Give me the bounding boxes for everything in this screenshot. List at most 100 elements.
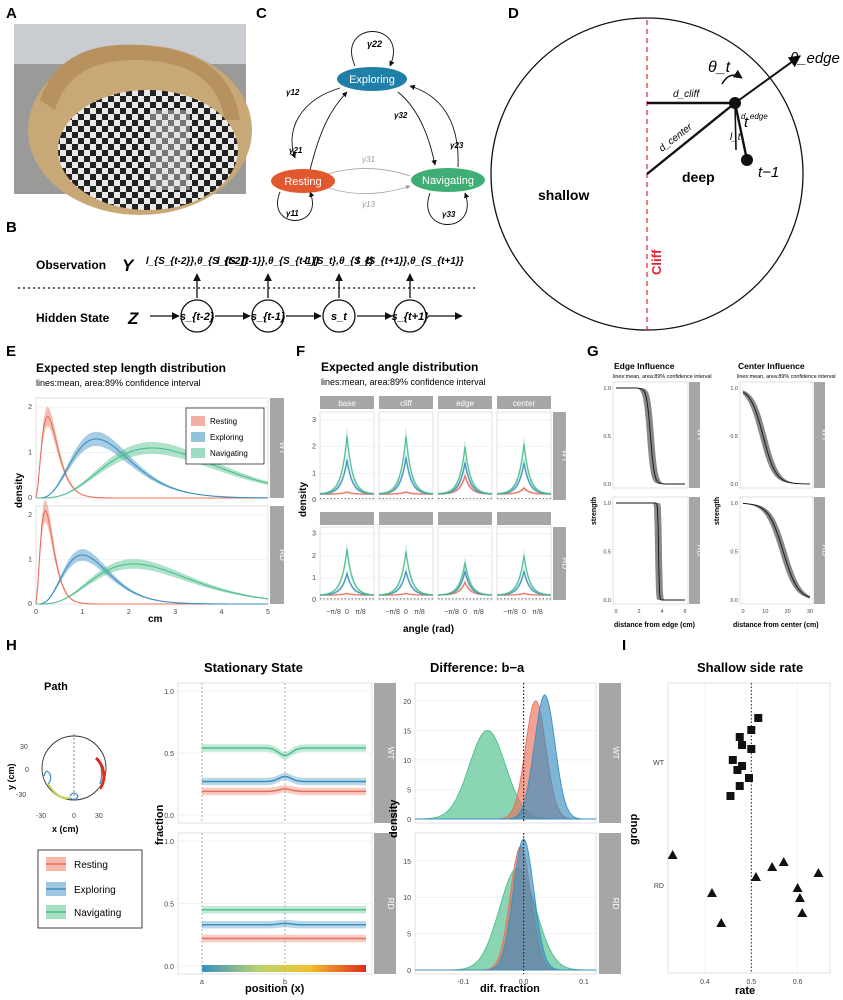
gamma-22: γ22 <box>367 39 382 49</box>
panel-letter-d: D <box>508 5 519 22</box>
difference-ytick: 20 <box>403 699 411 706</box>
g-title-right: Center Influence <box>738 361 805 371</box>
difference-ytick: 15 <box>403 859 411 866</box>
difference-ytick: 5 <box>407 932 411 939</box>
e-legend-exploring: Exploring <box>210 433 243 442</box>
g-ytick: 1.0 <box>730 501 738 507</box>
f-facet-WT-base <box>319 411 375 501</box>
e-strip-RD <box>270 506 284 604</box>
f-line-navigating <box>319 549 375 596</box>
difference-xlabel: dif. fraction <box>480 983 540 995</box>
stationary-strip-RD <box>374 833 396 974</box>
i-point-wt <box>726 792 735 800</box>
g-ylabel-left: strength <box>591 497 598 525</box>
path-ytick-0: 0 <box>25 767 29 774</box>
observation-label: Observation <box>36 258 106 272</box>
g-ytick: 1.0 <box>603 386 611 392</box>
panel-letter-b: B <box>6 219 17 236</box>
f-line-resting <box>497 592 551 596</box>
h-legend-exploring: Exploring <box>74 885 116 896</box>
f-strip-cliff <box>379 396 433 409</box>
i-point-rd <box>797 908 808 917</box>
e-legend-swatch <box>191 416 205 426</box>
e-xtick: 1 <box>80 609 84 616</box>
f-facet-WT-edge <box>437 411 493 501</box>
i-point-rd <box>750 872 761 881</box>
f-line-navigating <box>437 446 493 495</box>
f-line-navigating <box>319 435 375 495</box>
f-line-resting <box>320 592 374 596</box>
f-ylabel: density <box>298 482 309 517</box>
e-ci-navigating <box>36 442 268 498</box>
g-ci-band <box>743 390 810 484</box>
f-line-navigating <box>497 555 551 596</box>
path-xtick-30: 30 <box>95 813 103 820</box>
g-ytick: 1.0 <box>730 386 738 392</box>
node-exploring-label: Exploring <box>349 74 395 86</box>
e-strip-WT <box>270 398 284 498</box>
f-title: Expected angle distribution <box>321 360 478 374</box>
e-line-navigating <box>36 447 269 499</box>
deep-label: deep <box>682 169 715 185</box>
i-ytick-WT: WT <box>653 760 665 767</box>
f-line-exploring <box>497 462 551 495</box>
f-xtick: −π/8 <box>503 609 518 616</box>
g-ytick: 0.5 <box>603 434 611 440</box>
f-line-exploring <box>378 457 434 495</box>
e-strip-RD-label: RD <box>278 549 287 561</box>
stationary-ytick: 0.0 <box>164 813 174 820</box>
position-gradient-bar <box>202 965 366 972</box>
f-line-exploring <box>378 571 434 596</box>
e-xlabel: cm <box>148 614 163 625</box>
f-ytick: 3 <box>312 531 316 538</box>
g-xtick: 20 <box>785 609 791 615</box>
arena-geometry: Cliff shallow deep θ_t θ_edge d_cliff d_… <box>490 17 840 331</box>
stationary-ylabel: fraction <box>154 804 166 845</box>
i-xtick: 0.4 <box>700 979 710 986</box>
e-legend-swatch <box>191 448 205 458</box>
f-strip-base-label: base <box>338 399 356 408</box>
difference-ytick: 15 <box>403 728 411 735</box>
difference-strip-RD <box>599 833 621 974</box>
e-xtick: 0 <box>34 609 38 616</box>
i-point-rd <box>706 888 717 897</box>
difference-ytick: 0 <box>407 817 411 824</box>
g-mean-line <box>742 502 811 598</box>
g-xtick: 0 <box>741 609 744 615</box>
i-point-rd <box>667 850 678 859</box>
hidden-state-node <box>180 299 214 333</box>
f-facet-RD-center <box>496 526 552 601</box>
panel-letter-i: I <box>622 637 626 654</box>
i-point-rd <box>767 862 778 871</box>
stationary-strip-WT-label: WT <box>386 747 395 760</box>
g-subtitle-right: lines:mean, area:89% confidence interval <box>737 374 836 380</box>
theta-t-label: θ_t <box>708 59 731 76</box>
i-point-wt <box>733 766 742 774</box>
f-ytick: 2 <box>312 444 316 451</box>
f-strip-row2-center <box>497 512 551 525</box>
i-ylabel: group <box>628 814 640 845</box>
i-point-rd <box>813 868 824 877</box>
f-strip-base <box>320 396 374 409</box>
f-strip-center-label: center <box>513 399 536 408</box>
node-resting <box>271 169 335 193</box>
difference-ytick: 5 <box>407 787 411 794</box>
node-resting-label: Resting <box>284 176 321 188</box>
g-ylabel-right: strength <box>714 497 721 525</box>
gamma-33: γ33 <box>442 210 456 219</box>
e-line-exploring <box>36 554 268 605</box>
g-mean-line <box>616 502 685 601</box>
e-title: Expected step length distribution <box>36 361 226 375</box>
node-exploring <box>337 67 407 91</box>
node-navigating <box>411 168 485 192</box>
observation-symbol: Y <box>122 256 135 275</box>
stationary-ytick: 1.0 <box>164 689 174 696</box>
g-subtitle-left: lines:mean, area:89% confidence interval <box>613 374 712 380</box>
g-strip-WT-label: WT <box>696 429 705 442</box>
i-point-wt <box>738 741 747 749</box>
cliff-label: Cliff <box>649 249 664 275</box>
f-line-navigating <box>379 551 433 596</box>
e-ytick: 1 <box>28 450 32 457</box>
f-line-exploring <box>438 462 492 495</box>
e-legend-navigating: Navigating <box>210 449 248 458</box>
